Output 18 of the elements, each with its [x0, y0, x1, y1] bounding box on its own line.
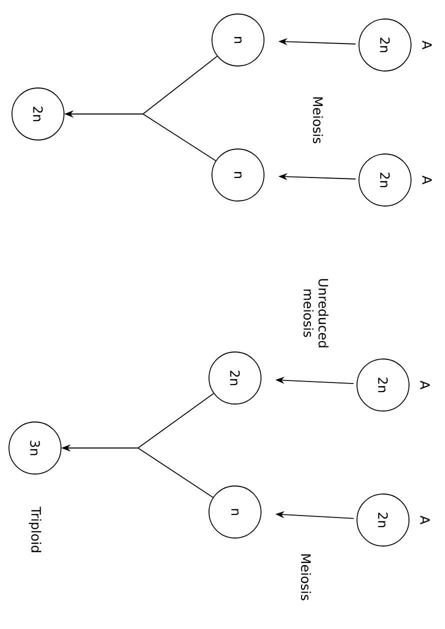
circle-node: 2n — [12, 88, 64, 140]
edge-label: Unreduced meiosis — [304, 279, 328, 348]
letter-label: A — [422, 40, 432, 50]
circle-node: 2n — [356, 358, 410, 412]
circle-node: 2n — [358, 18, 412, 72]
circle-node: n — [208, 486, 262, 538]
process-label: Meiosis — [313, 97, 324, 144]
circle-node: 2n — [356, 494, 410, 546]
circle-node: 2n — [358, 154, 412, 206]
circle-node: n — [212, 148, 264, 202]
letter-label: A — [420, 380, 430, 390]
circle-node: n — [212, 14, 264, 66]
letter-label: A — [420, 516, 430, 524]
letter-label: A — [422, 176, 432, 184]
edge-label: Meiosis — [301, 554, 312, 600]
caption-label: Triploid — [28, 506, 42, 552]
circle-node: 3n — [8, 422, 62, 474]
circle-node: 2n — [208, 352, 262, 404]
